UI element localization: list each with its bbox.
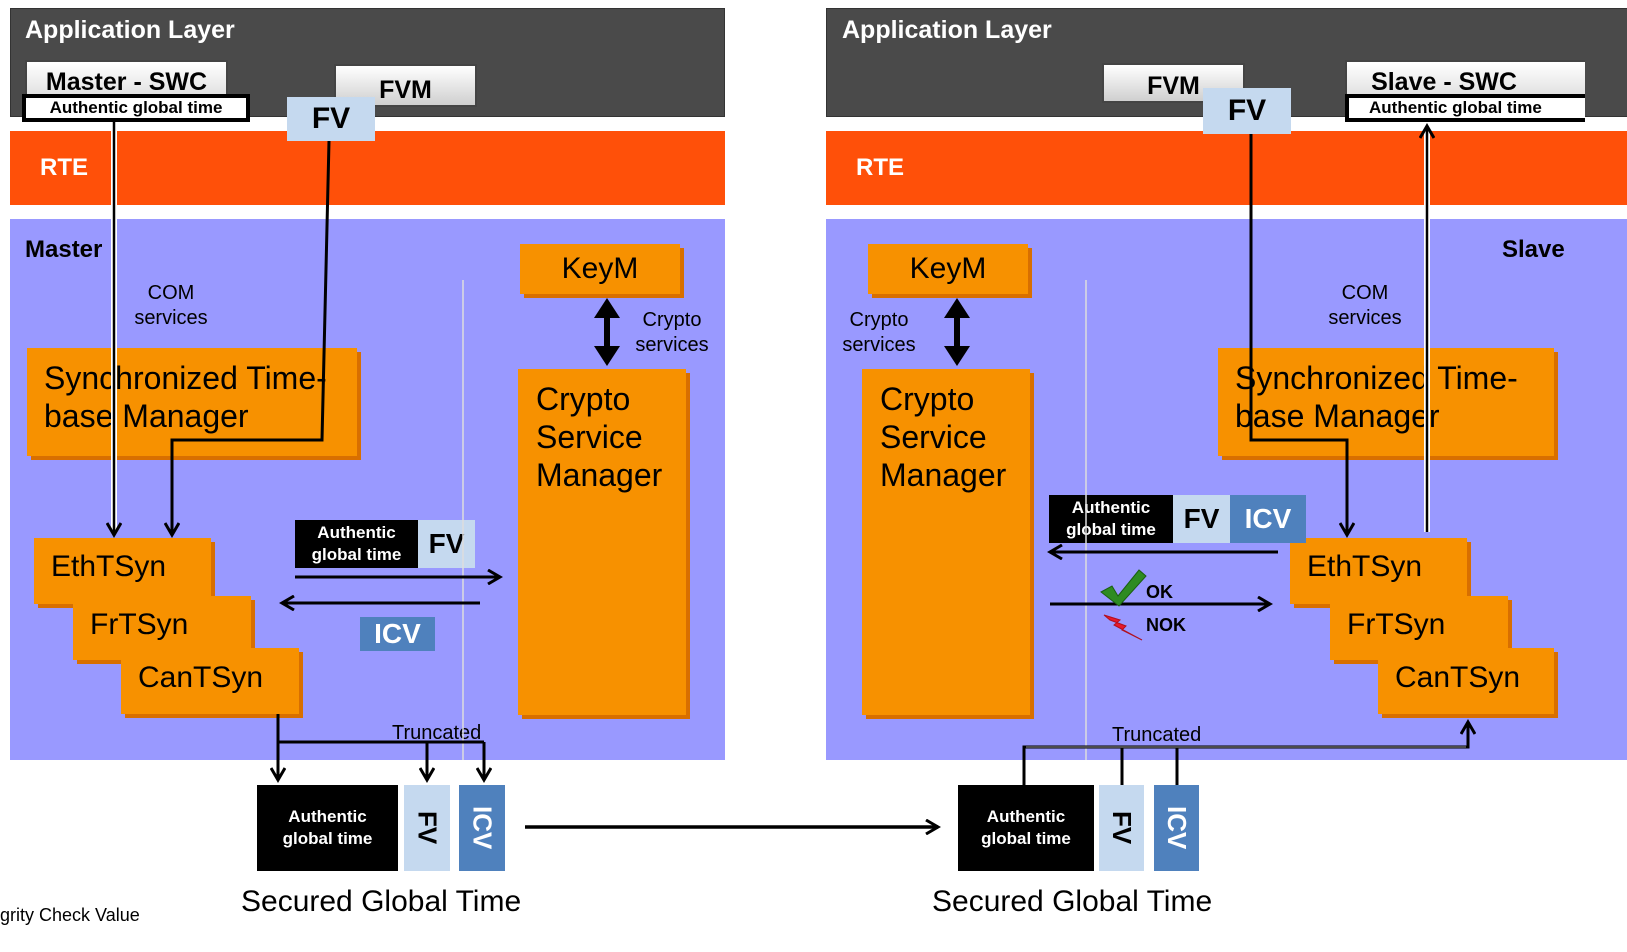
master-keym-csm-arrowhead-up: [594, 298, 620, 318]
slave-stbm[interactable]: Synchronized Time-base Manager: [1218, 348, 1554, 456]
master-out-fv: FV: [404, 785, 450, 871]
master-application-layer-title: Application Layer: [25, 16, 235, 44]
slave-keym-csm-arrowhead-up: [944, 298, 970, 318]
slave-cantsyn[interactable]: CanTSyn: [1378, 648, 1554, 714]
master-ethtsyn[interactable]: EthTSyn: [34, 538, 211, 604]
master-msg-icv: ICV: [360, 617, 435, 651]
master-stbm[interactable]: Synchronized Time-base Manager: [27, 348, 357, 456]
slave-msg-fv: FV: [1173, 495, 1230, 543]
master-keym-csm-arrowhead-down: [594, 346, 620, 366]
slave-in-fv: FV: [1099, 785, 1144, 871]
master-fvm-label: FVM: [379, 76, 432, 104]
slave-secured-global-time-label: Secured Global Time: [932, 885, 1213, 918]
master-cantsyn[interactable]: CanTSyn: [121, 648, 299, 714]
master-cantsyn-output-line: [276, 714, 484, 744]
slave-input-line: [1022, 722, 1468, 785]
slave-application-layer-title: Application Layer: [842, 16, 1052, 44]
master-secured-global-time-label: Secured Global Time: [241, 885, 522, 918]
master-rte: [10, 131, 725, 205]
master-msg-fv: FV: [418, 520, 475, 568]
slave-keym-csm-arrowhead-down: [944, 346, 970, 366]
slave-rte: [826, 131, 1627, 205]
slave-nok-label: NOK: [1146, 615, 1186, 635]
slave-swc-authentic-global-time: Authentic global time: [1345, 94, 1585, 122]
master-fv-tag: FV: [287, 97, 375, 141]
slave-fv-to-ethtsyn-line: [1249, 134, 1347, 535]
master-fv-to-ethtsyn-line: [172, 140, 331, 535]
master-keym[interactable]: KeyM: [520, 244, 680, 294]
slave-fv-tag: FV: [1203, 88, 1291, 134]
slave-fvm-label: FVM: [1147, 71, 1200, 100]
slave-truncated-label: Truncated: [1112, 724, 1202, 746]
nok-lightning-icon: [1103, 614, 1143, 641]
master-out-icv: ICV: [459, 785, 505, 871]
master-bsw-label: Master: [25, 236, 103, 263]
slave-msg-icv: ICV: [1230, 495, 1306, 543]
master-swc-label: Master - SWC: [45, 68, 208, 96]
master-swc-authentic-global-time: Authentic global time: [22, 94, 250, 122]
slave-bsw-label: Slave: [1502, 236, 1565, 263]
slave-rte-label: RTE: [856, 154, 904, 181]
slave-ok-label: OK: [1146, 582, 1173, 602]
master-rte-label: RTE: [40, 154, 88, 181]
slave-swc-label: Slave - SWC: [1371, 68, 1517, 96]
master-truncated-label: Truncated: [392, 722, 482, 744]
footnote: grity Check Value: [0, 905, 140, 925]
ok-check-icon: [1100, 569, 1147, 607]
slave-in-icv: ICV: [1154, 785, 1199, 871]
slave-keym[interactable]: KeyM: [868, 244, 1028, 294]
slave-ethtsyn[interactable]: EthTSyn: [1290, 538, 1467, 604]
